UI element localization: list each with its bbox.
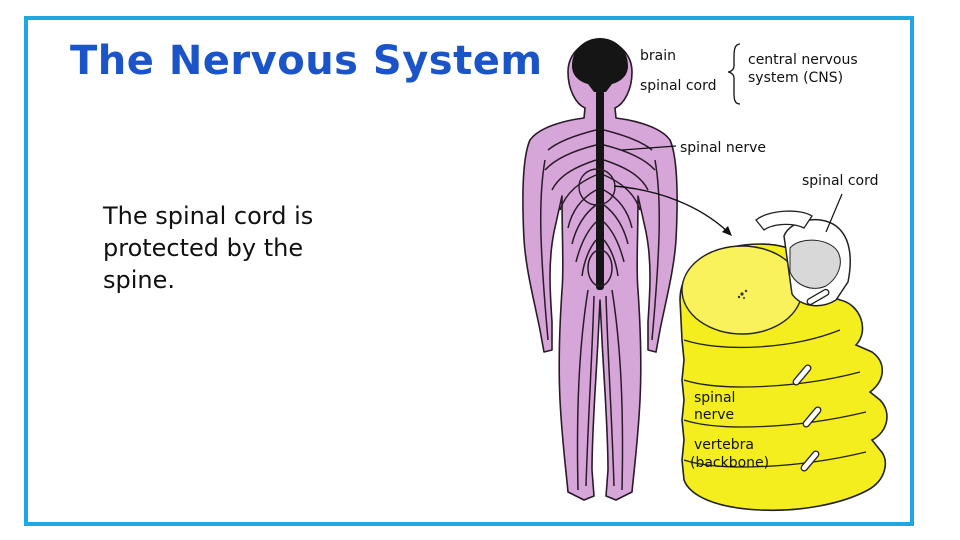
slide-frame <box>24 16 914 526</box>
label-spinal-cord-top: spinal cord <box>640 78 717 94</box>
nervous-system-diagram: brain spinal cord central nervous system… <box>522 38 888 512</box>
label-vertebra-1: vertebra <box>694 437 754 453</box>
spinal-cord-top-stub <box>755 210 813 231</box>
spinal-cord-line <box>596 90 604 290</box>
zoom-arrow <box>613 185 729 233</box>
spinal-nerve-pegs <box>792 288 830 472</box>
spinal-cord-inset-gray <box>789 239 841 289</box>
label-spinal-nerve-inset-2: nerve <box>694 407 734 423</box>
label-vertebra-2: (backbone) <box>690 455 769 471</box>
label-brain: brain <box>640 48 676 64</box>
body-line-1: The spinal cord is <box>103 202 314 230</box>
leader-spinal-nerve <box>621 145 677 151</box>
slide-body-text: The spinal cord is protected by the spin… <box>103 200 373 296</box>
body-line-3: spine. <box>103 266 176 294</box>
cns-brace <box>727 43 741 105</box>
label-spinal-cord-inset: spinal cord <box>802 173 879 189</box>
body-line-2: protected by the <box>103 234 304 262</box>
vertebra-top-face <box>681 245 803 335</box>
vertebral-column-inset <box>679 210 888 512</box>
vertebra-separators <box>683 329 867 468</box>
label-spinal-nerve-inset-1: spinal <box>694 390 735 406</box>
leader-spinal-cord-inset <box>825 193 843 233</box>
slide-title: The Nervous System <box>70 38 543 84</box>
label-cns-line1: central nervous <box>748 52 858 68</box>
spinal-cord-stipple <box>737 289 748 299</box>
nerve-branches <box>539 129 661 491</box>
label-cns-line2: system (CNS) <box>748 70 843 86</box>
label-spinal-nerve-top: spinal nerve <box>680 140 766 156</box>
brain-shape <box>572 38 628 92</box>
zoom-circle <box>578 168 616 206</box>
cauda-equina <box>587 249 613 287</box>
zoom-arrow-head <box>722 226 732 236</box>
